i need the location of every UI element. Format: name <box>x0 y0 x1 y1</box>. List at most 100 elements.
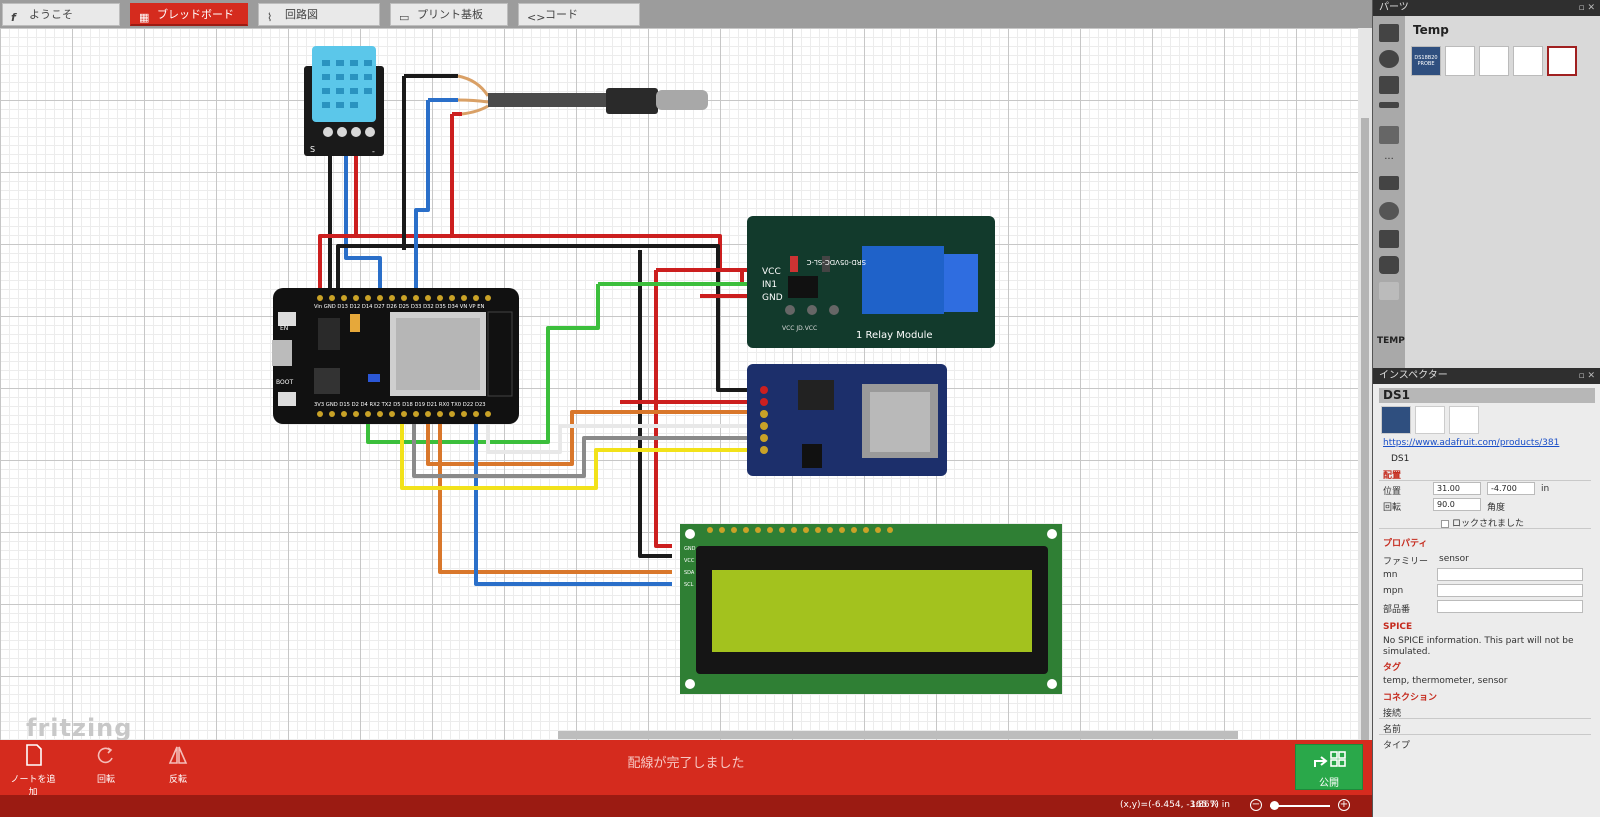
parts-panel: パーツ ▫ ✕ ··· TEMP Temp DS18B20 PROBE <box>1373 0 1600 368</box>
zoom-slider[interactable] <box>1270 801 1330 810</box>
hex-bin-icon[interactable] <box>1379 256 1399 274</box>
breadboard-icon: ▦ <box>139 11 150 24</box>
divider <box>1379 734 1591 735</box>
temp-bin-label[interactable]: TEMP <box>1377 336 1405 346</box>
shape-bin-icon[interactable] <box>1379 282 1399 300</box>
tab-breadboard[interactable]: ▦ ブレッドボード <box>130 3 248 26</box>
scroll-thumb[interactable] <box>1361 118 1369 740</box>
position-label: 位置 <box>1383 487 1402 497</box>
flip-label: 反転 <box>168 775 187 785</box>
rotation-unit: 角度 <box>1487 503 1506 513</box>
lcd-display[interactable]: GND VCC SDA SCL <box>680 524 1062 694</box>
position-x-field[interactable]: 31.00 <box>1433 482 1481 495</box>
dht-label: S <box>310 145 315 154</box>
tab-label: コード <box>545 8 578 21</box>
tab-label: ようこそ <box>29 8 73 21</box>
ds18b20-probe[interactable] <box>457 74 708 116</box>
pcb-icon: ▭ <box>399 11 410 24</box>
position-y-field[interactable]: -4.700 <box>1487 482 1535 495</box>
schematic-view-thumb <box>1415 406 1445 434</box>
rotate-button[interactable]: 回転 <box>88 742 124 785</box>
tab-label: ブレッドボード <box>157 8 234 21</box>
placement-section: 配置 <box>1383 471 1402 481</box>
lcd-pin-sda: SDA <box>684 570 695 576</box>
flip-icon <box>168 746 188 764</box>
part-name: DS1 <box>1391 454 1410 464</box>
panel-float-close-icon[interactable]: ▫ ✕ <box>1578 371 1595 381</box>
divider <box>1379 528 1591 529</box>
connections-label: 接続 <box>1383 709 1402 719</box>
part-lcd[interactable] <box>1513 46 1543 76</box>
zoom-slider-knob[interactable] <box>1270 801 1279 810</box>
connections-section: コネクション <box>1383 693 1438 703</box>
zoom-in-icon[interactable]: + <box>1338 799 1350 811</box>
mine-bin-icon[interactable] <box>1379 50 1399 68</box>
relay-coil-label: SRD-05VDC-SL-C <box>807 258 866 266</box>
arduino-bin-icon[interactable] <box>1379 76 1399 94</box>
publish-label: 公開 <box>1319 778 1339 789</box>
sd-card-module[interactable] <box>747 364 947 476</box>
panel-float-close-icon[interactable]: ▫ ✕ <box>1578 3 1595 13</box>
core-bin-icon[interactable] <box>1379 24 1399 42</box>
status-bar: (x,y)=(-6.454, -3.867) in 165 % − + <box>0 795 1372 817</box>
lcd-pin-gnd: GND <box>684 546 696 552</box>
breadboard-canvas[interactable]: S - Vin GND D13 D12 D14 D27 D26 D25 D33 … <box>0 28 1358 740</box>
tab-pcb[interactable]: ▭ プリント基板 <box>390 3 508 26</box>
vertical-scrollbar[interactable] <box>1358 28 1372 740</box>
mn-field[interactable] <box>1437 568 1583 581</box>
more-bin-icon[interactable]: ··· <box>1384 154 1394 165</box>
bottom-toolbar: ノートを追加 回転 反転 配線が完了しました 公開 <box>0 740 1372 798</box>
type-label: タイプ <box>1383 741 1411 751</box>
esp32-board[interactable]: Vin GND D13 D12 D14 D27 D26 D25 D33 D32 … <box>272 288 519 424</box>
bin-title: Temp <box>1413 23 1449 37</box>
mpn-field[interactable] <box>1437 584 1583 597</box>
parts-bin-list[interactable]: ··· TEMP <box>1373 16 1405 368</box>
zoom-level: 165 % <box>1190 800 1219 810</box>
horizontal-scrollbar[interactable] <box>558 731 1238 739</box>
relay-pin-in1: IN1 <box>762 280 777 290</box>
part-sd-module[interactable] <box>1445 46 1475 76</box>
zoom-out-icon[interactable]: − <box>1250 799 1262 811</box>
lcd-pin-vcc: VCC <box>684 558 695 564</box>
relay-module[interactable]: VCC IN1 GND 1 Relay Module VCC JD.VCC SR… <box>747 216 995 348</box>
motor-bin-icon[interactable] <box>1379 230 1399 248</box>
tab-welcome[interactable]: f ようこそ <box>2 3 120 26</box>
part-dht-sensor[interactable] <box>1479 46 1509 76</box>
part-selected[interactable] <box>1547 46 1577 76</box>
wires[interactable] <box>318 74 760 586</box>
add-note-button[interactable]: ノートを追加 <box>8 742 58 798</box>
part-number-field[interactable] <box>1437 600 1583 613</box>
tab-schematic[interactable]: ⌇ 回路図 <box>258 3 380 26</box>
parts-panel-header: パーツ ▫ ✕ <box>1373 0 1600 16</box>
position-unit: in <box>1541 484 1550 494</box>
publish-button[interactable]: 公開 <box>1295 744 1363 790</box>
locked-checkbox[interactable]: ロックされました <box>1441 516 1524 529</box>
schematic-icon: ⌇ <box>267 11 273 24</box>
rotation-field[interactable]: 90.0 <box>1433 498 1481 511</box>
wireless-bin-icon[interactable] <box>1379 202 1399 220</box>
dht-sensor[interactable]: S - <box>304 46 384 156</box>
relay-pin-gnd: GND <box>762 293 783 303</box>
tab-code[interactable]: <> コード <box>518 3 640 26</box>
name-label: 名前 <box>1383 725 1402 735</box>
inspector-panel-header: インスペクター ▫ ✕ <box>1373 368 1600 384</box>
esp32-top-pin-labels: Vin GND D13 D12 D14 D27 D26 D25 D33 D32 … <box>314 304 484 310</box>
button-bin-icon[interactable] <box>1379 126 1399 144</box>
fritzing-f-icon: f <box>11 11 16 24</box>
relay-jumper-label: VCC JD.VCC <box>782 325 817 332</box>
rotate-icon <box>97 747 113 764</box>
resistor-bin-icon[interactable] <box>1379 102 1399 108</box>
ic-bin-icon[interactable] <box>1379 176 1399 190</box>
flip-button[interactable]: 反転 <box>160 742 196 785</box>
checkbox-icon <box>1441 519 1449 528</box>
inspector-panel: インスペクター ▫ ✕ DS1 https://www.adafruit.com… <box>1373 368 1600 817</box>
inspector-part-title: DS1 <box>1379 388 1595 403</box>
tags-text: temp, thermometer, sensor <box>1383 676 1508 686</box>
add-note-label: ノートを追加 <box>10 775 56 798</box>
part-url-link[interactable]: https://www.adafruit.com/products/381 <box>1383 438 1560 448</box>
part-ds18b20-probe[interactable]: DS18B20 PROBE <box>1411 46 1441 76</box>
inspector-panel-title: インスペクター <box>1379 370 1448 381</box>
code-icon: <> <box>527 11 546 24</box>
lcd-pin-scl: SCL <box>684 582 694 588</box>
fritzing-watermark: fritzing <box>26 714 133 740</box>
